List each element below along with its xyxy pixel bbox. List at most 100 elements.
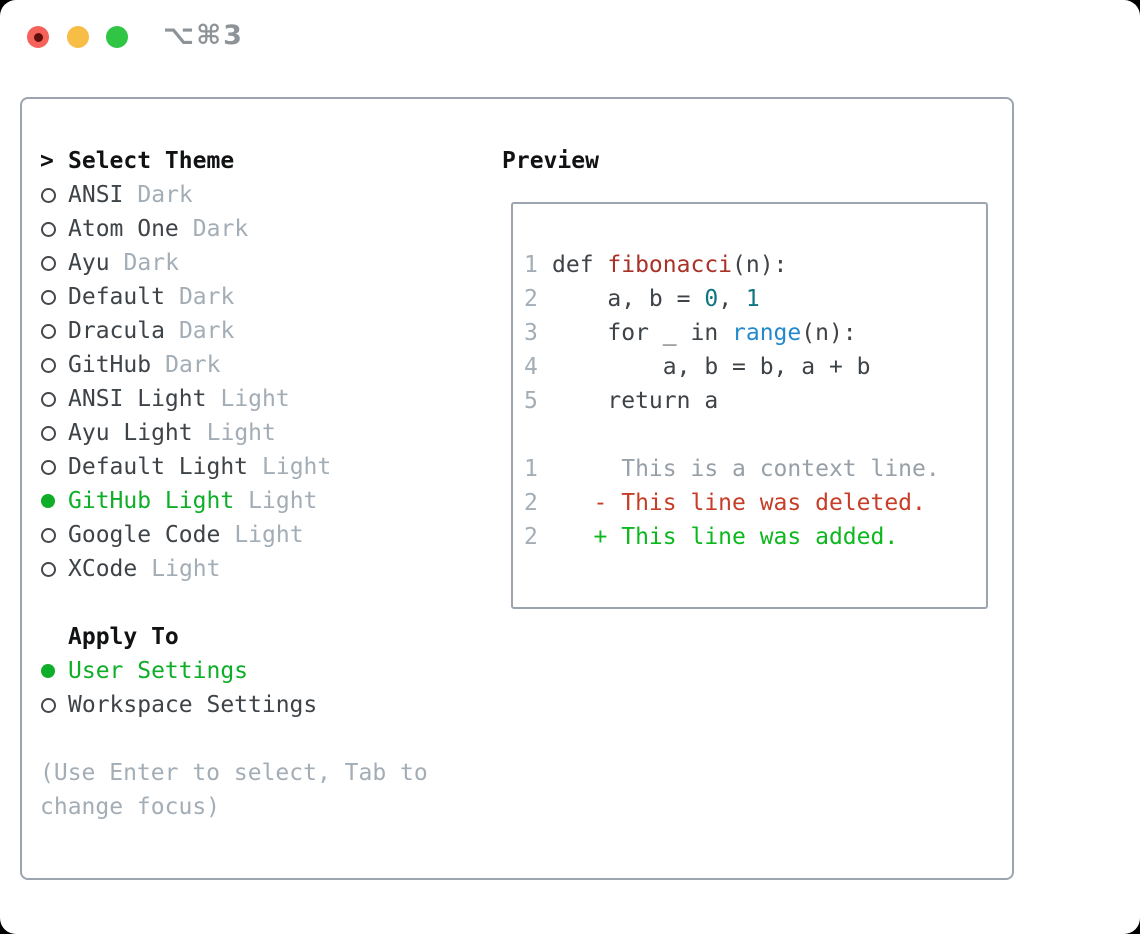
token-code: (n): (801, 320, 857, 346)
token-code: , (718, 286, 746, 312)
apply-to-label: Apply To (68, 624, 179, 650)
line-number: 2 (524, 524, 538, 550)
theme-name: Atom One (68, 216, 179, 242)
close-button[interactable] (27, 26, 49, 48)
token-code: a, b = b, a + b (552, 354, 871, 380)
token-code: for _ in (552, 320, 733, 346)
radio-unselected-icon (41, 697, 56, 713)
zoom-button[interactable] (106, 26, 128, 48)
token-code: def (552, 252, 608, 278)
preview-blank-line (524, 418, 986, 452)
apply-option-user-settings[interactable]: User Settings (40, 654, 428, 688)
theme-option-xcode-light[interactable]: XCode Light (40, 552, 428, 586)
radio-unselected-icon (41, 289, 56, 305)
radio-unselected-icon (41, 221, 56, 237)
theme-variant: Dark (165, 352, 221, 378)
window-title: ⌥⌘3 (163, 20, 244, 51)
apply-to-header: Apply To (40, 620, 428, 654)
radio-unselected-icon (41, 425, 56, 441)
help-line-2: change focus) (40, 794, 221, 820)
theme-option-ansi-dark[interactable]: ANSI Dark (40, 178, 428, 212)
radio-unselected-icon (41, 391, 56, 407)
preview-header: Preview (502, 144, 599, 178)
help-line-1: (Use Enter to select, Tab to (40, 760, 428, 786)
theme-option-default-dark[interactable]: Default Dark (40, 280, 428, 314)
token-code: return a (552, 388, 719, 414)
theme-name: Google Code (68, 522, 221, 548)
theme-name: Default Light (68, 454, 249, 480)
theme-name: Default (68, 284, 165, 310)
theme-name: Dracula (68, 318, 165, 344)
theme-name: ANSI Light (68, 386, 207, 412)
theme-variant: Light (220, 386, 290, 412)
apply-option-label: Workspace Settings (68, 692, 318, 718)
preview-line: 2 - This line was deleted. (524, 486, 986, 520)
preview-line: 5 return a (524, 384, 986, 418)
theme-variant: Light (234, 522, 304, 548)
radio-unselected-icon (41, 357, 56, 373)
theme-option-google-code-light[interactable]: Google Code Light (40, 518, 428, 552)
radio-unselected-icon (41, 187, 56, 203)
theme-name: ANSI (68, 182, 124, 208)
line-number: 5 (524, 388, 538, 414)
theme-variant: Dark (178, 284, 235, 310)
prompt-icon: > (40, 148, 54, 174)
unsaved-indicator-icon (33, 32, 43, 42)
radio-unselected-icon (41, 561, 56, 577)
theme-variant: Light (151, 556, 221, 582)
preview-line: 2 + This line was added. (524, 520, 986, 554)
spacer (40, 586, 428, 620)
theme-option-ansi-light-light[interactable]: ANSI Light Light (40, 382, 428, 416)
apply-option-workspace-settings[interactable]: Workspace Settings (40, 688, 428, 722)
radio-unselected-icon (41, 255, 56, 271)
theme-variant: Dark (178, 318, 235, 344)
line-number: 3 (524, 320, 538, 346)
token-number: 1 (745, 286, 760, 312)
radio-unselected-icon (41, 323, 56, 339)
theme-name: XCode (68, 556, 138, 582)
token-function: fibonacci (607, 252, 733, 278)
line-number: 1 (524, 456, 538, 482)
theme-variant: Light (262, 454, 332, 480)
theme-variant: Light (206, 420, 276, 446)
theme-option-default-light-light[interactable]: Default Light Light (40, 450, 428, 484)
theme-variant: Dark (137, 182, 193, 208)
token-context: This is a context line. (552, 456, 940, 482)
radio-selected-icon (41, 664, 55, 678)
theme-name: GitHub Light (68, 488, 235, 514)
apply-option-label: User Settings (68, 658, 249, 684)
radio-unselected-icon (41, 527, 56, 543)
preview-line: 3 for _ in range(n): (524, 316, 986, 350)
radio-selected-icon (41, 494, 55, 508)
token-added: + This line was added. (552, 524, 899, 550)
radio-unselected-icon (41, 459, 56, 475)
preview-label: Preview (502, 148, 599, 174)
token-number: 0 (704, 286, 719, 312)
line-number: 1 (524, 252, 538, 278)
preview-line: 4 a, b = b, a + b (524, 350, 986, 384)
token-builtin: range (732, 320, 802, 346)
preview-line: 2 a, b = 0, 1 (524, 282, 986, 316)
theme-option-dracula-dark[interactable]: Dracula Dark (40, 314, 428, 348)
minimize-button[interactable] (67, 26, 89, 48)
preview-line: 1 This is a context line. (524, 452, 986, 486)
line-number: 2 (524, 490, 538, 516)
theme-variant: Dark (192, 216, 249, 242)
token-deleted: - This line was deleted. (552, 490, 926, 516)
token-code: (n): (732, 252, 788, 278)
line-number: 2 (524, 286, 538, 312)
theme-name: Ayu (68, 250, 110, 276)
line-number: 4 (524, 354, 538, 380)
token-code: a, b = (552, 286, 705, 312)
theme-option-atom-one-dark[interactable]: Atom One Dark (40, 212, 428, 246)
